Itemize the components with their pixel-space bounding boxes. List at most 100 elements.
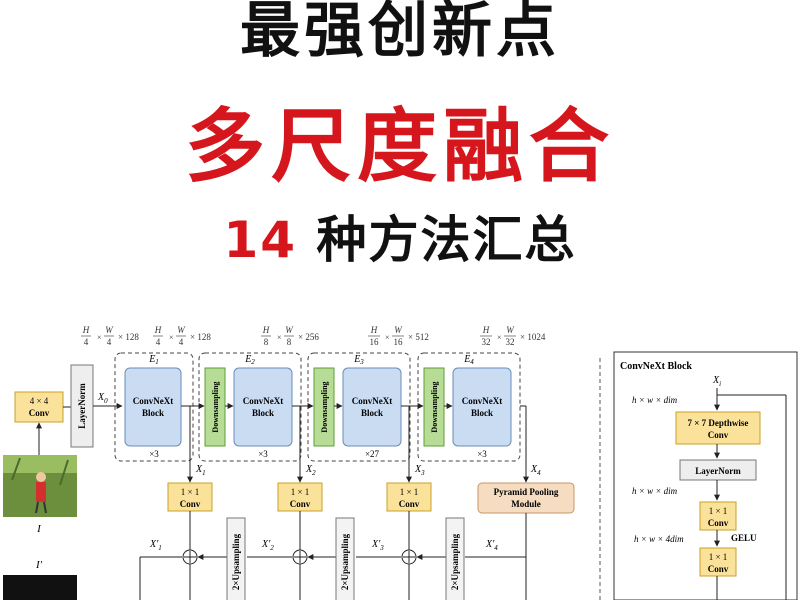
svg-text:Downsampling: Downsampling <box>320 381 329 432</box>
svg-text:2×Upsampling: 2×Upsampling <box>231 533 241 590</box>
svg-text:ConvNeXt: ConvNeXt <box>133 396 174 406</box>
upsampling-box <box>226 517 246 600</box>
block-layernorm-box <box>679 459 757 481</box>
svg-text:×: × <box>169 333 174 342</box>
stage-repeat: ×27 <box>365 449 380 459</box>
svg-text:16: 16 <box>394 337 404 347</box>
svg-text:H: H <box>262 325 270 335</box>
svg-text:W: W <box>105 325 114 335</box>
stage-repeat: ×3 <box>258 449 268 459</box>
svg-text:×: × <box>385 333 390 342</box>
svg-text:W: W <box>506 325 515 335</box>
plus-icon <box>401 549 417 565</box>
x1-label: X1 <box>195 464 206 477</box>
svg-text:Conv: Conv <box>708 518 729 528</box>
convnext-block <box>233 367 293 447</box>
gelu-label: GELU <box>731 533 757 543</box>
stage-repeat: ×3 <box>477 449 487 459</box>
svg-text:W: W <box>285 325 294 335</box>
svg-text:Conv: Conv <box>708 564 729 574</box>
block-conv-a <box>699 501 737 531</box>
svg-text:× 1024: × 1024 <box>520 332 546 342</box>
svg-text:8: 8 <box>264 337 269 347</box>
svg-text:× 128: × 128 <box>190 332 211 342</box>
svg-text:1 × 1: 1 × 1 <box>709 506 728 516</box>
svg-text:4: 4 <box>179 337 184 347</box>
svg-text:Conv: Conv <box>708 430 729 440</box>
svg-text:×: × <box>497 333 502 342</box>
svg-text:Block: Block <box>142 408 164 418</box>
block-dim-3: h × w × 4dim <box>634 534 684 544</box>
stage-e1 <box>114 352 194 462</box>
svg-text:ConvNeXt: ConvNeXt <box>462 396 503 406</box>
stage-repeat: ×3 <box>149 449 159 459</box>
convnext-block <box>342 367 402 447</box>
upsampling-box <box>335 517 355 600</box>
svg-text:16: 16 <box>370 337 380 347</box>
xprime3-label: X′3 <box>371 539 384 552</box>
conv1x1-box <box>386 482 432 512</box>
stage-e4-label: E4 <box>463 354 474 366</box>
xprime1-label: X′1 <box>149 539 162 552</box>
svg-text:H: H <box>154 325 162 335</box>
input-label: I <box>36 523 42 535</box>
svg-text:H: H <box>82 325 90 335</box>
stem-conv-label: Conv <box>29 408 50 418</box>
upsampling-box <box>445 517 465 600</box>
svg-text:4: 4 <box>107 337 112 347</box>
svg-text:2×Upsampling: 2×Upsampling <box>340 533 350 590</box>
depthwise-conv-box <box>675 411 761 445</box>
svg-text:Block: Block <box>252 408 274 418</box>
headline-line-3: 14 种方法汇总 <box>0 200 800 272</box>
svg-text:×: × <box>277 333 282 342</box>
block-dim-2: h × w × dim <box>632 486 678 496</box>
plus-icon <box>182 549 198 565</box>
svg-text:32: 32 <box>482 337 491 347</box>
stage-e1-label: E1 <box>148 354 159 366</box>
convnext-block <box>124 367 182 447</box>
headline-line-1: 最强创新点 <box>240 0 560 66</box>
xprime4-label: X′4 <box>485 539 498 552</box>
svg-text:ConvNeXt: ConvNeXt <box>352 396 393 406</box>
svg-text:1 × 1: 1 × 1 <box>709 552 728 562</box>
svg-text:4: 4 <box>156 337 161 347</box>
svg-text:Block: Block <box>361 408 383 418</box>
svg-text:1 × 1: 1 × 1 <box>400 487 419 497</box>
x3-label: X3 <box>414 464 425 477</box>
dim-label: H 4 × W 4 × 128 <box>153 325 211 347</box>
plus-icon <box>292 549 308 565</box>
convnext-block <box>452 367 512 447</box>
svg-text:× 512: × 512 <box>408 332 429 342</box>
svg-text:W: W <box>177 325 186 335</box>
conv1x1-box <box>167 482 213 512</box>
architecture-diagram: H 4 × W 4 × 128 H 4 × W 4 × 128 H 8 × W … <box>3 325 798 600</box>
input-image <box>3 455 77 517</box>
stage-e3-label: E3 <box>353 354 364 366</box>
x0-label: X0 <box>97 392 108 405</box>
svg-text:Module: Module <box>511 499 541 509</box>
second-input-image <box>3 575 77 600</box>
xprime2-label: X′2 <box>261 539 274 552</box>
dim-label: H 8 × W 8 × 256 <box>261 325 319 347</box>
svg-text:W: W <box>394 325 403 335</box>
svg-text:× 256: × 256 <box>298 332 319 342</box>
svg-text:1 × 1: 1 × 1 <box>181 487 200 497</box>
downsampling-box <box>313 367 335 447</box>
dim-label: H 16 × W 16 × 512 <box>368 325 429 347</box>
downsampling-box <box>204 367 226 447</box>
block-title: ConvNeXt Block <box>620 361 692 372</box>
block-conv-b <box>699 547 737 577</box>
svg-text:× 128: × 128 <box>118 332 139 342</box>
svg-text:H: H <box>370 325 378 335</box>
downsampling-box <box>423 367 445 447</box>
dim-label: H 32 × W 32 × 1024 <box>480 325 546 347</box>
svg-text:Conv: Conv <box>180 499 201 509</box>
svg-text:×: × <box>97 333 102 342</box>
conv1x1-box <box>277 482 323 512</box>
svg-text:1 × 1: 1 × 1 <box>291 487 310 497</box>
svg-text:4: 4 <box>84 337 89 347</box>
layernorm-label: LayerNorm <box>77 383 87 429</box>
svg-text:2×Upsampling: 2×Upsampling <box>450 533 460 590</box>
stem-conv-label: 4 × 4 <box>30 396 49 406</box>
svg-text:ConvNeXt: ConvNeXt <box>243 396 284 406</box>
